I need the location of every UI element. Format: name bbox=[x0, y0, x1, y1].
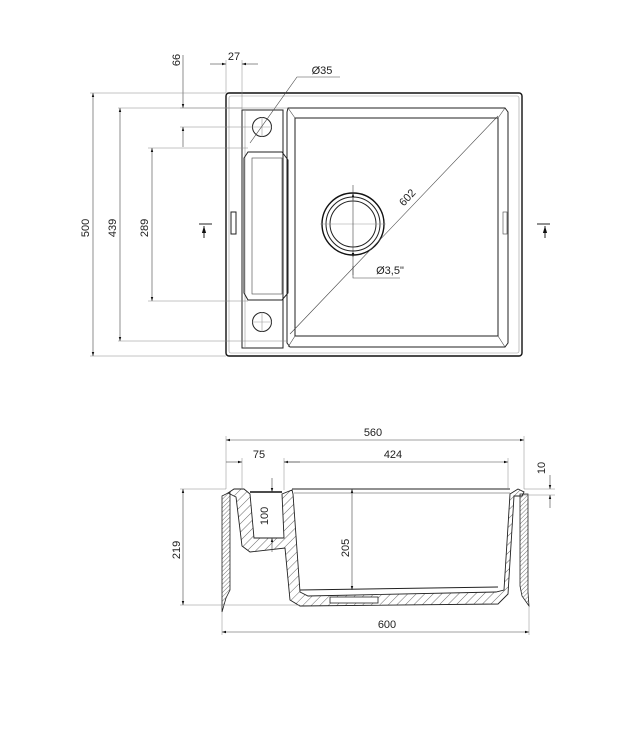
dim-label-tap-hole: Ø35 bbox=[312, 65, 333, 77]
dim-label-219: 219 bbox=[171, 541, 183, 559]
bowl-outline bbox=[286, 107, 509, 348]
cabinet-wall-right bbox=[519, 493, 530, 608]
dim-label-drain: Ø3,5" bbox=[376, 265, 404, 277]
dim-label-600: 600 bbox=[378, 619, 396, 631]
dim-label-205: 205 bbox=[340, 539, 352, 557]
cabinet-wall-left bbox=[221, 491, 231, 613]
dim-label-66: 66 bbox=[171, 54, 183, 66]
overflow-slot-left bbox=[230, 211, 237, 235]
dim-label-27: 27 bbox=[228, 51, 240, 63]
drain-icon bbox=[320, 185, 400, 279]
dim-label-75: 75 bbox=[253, 449, 265, 461]
drain-outlet-section bbox=[329, 596, 379, 604]
dim-label-10: 10 bbox=[536, 462, 548, 474]
dim-label-424: 424 bbox=[384, 449, 402, 461]
top-view: 66 27 Ø35 500 439 289 602 Ø3,5" bbox=[80, 51, 550, 357]
section-marker-left bbox=[199, 223, 212, 238]
dim-label-500: 500 bbox=[80, 219, 92, 237]
dim-label-100: 100 bbox=[259, 507, 271, 525]
overflow-slot-right bbox=[502, 211, 508, 235]
drainer-frame bbox=[241, 109, 284, 349]
section-view: 560 75 424 10 219 100 205 600 bbox=[171, 427, 555, 635]
diagonal-dimension-line bbox=[289, 115, 499, 335]
sink-outline bbox=[225, 92, 523, 357]
dim-label-439: 439 bbox=[107, 219, 119, 237]
sink-profile bbox=[227, 488, 525, 607]
dim-label-289: 289 bbox=[139, 219, 151, 237]
dim-label-602: 602 bbox=[397, 187, 418, 209]
section-marker-right bbox=[537, 223, 550, 238]
dim-label-560: 560 bbox=[364, 427, 382, 439]
